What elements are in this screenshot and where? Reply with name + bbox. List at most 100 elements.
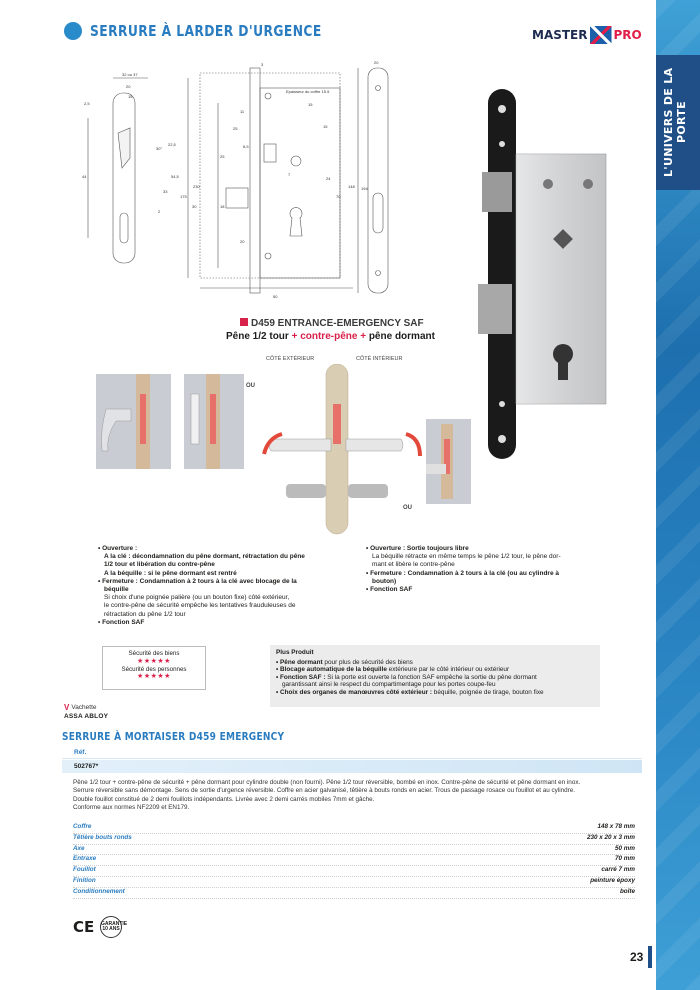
spec-row: Têtière bouts ronds 230 x 20 x 3 mm: [73, 834, 635, 845]
or-label: OU: [246, 383, 255, 389]
text-line: Si choix d'une poignée palière (ou un bo…: [104, 594, 290, 602]
product-description: Pêne 1/2 tour + contre-pêne de sécurité …: [73, 779, 633, 812]
text-line: mant et libère le contre-pêne: [372, 561, 455, 569]
spec-key: Conditionnement: [73, 887, 125, 895]
side-tab-label: L'UNIVERS DE LA PORTE: [662, 67, 688, 178]
vachette-v-icon: V: [64, 703, 70, 712]
spec-key: Coffre: [73, 823, 92, 830]
benefits-heading: Plus Produit: [276, 649, 314, 656]
guarantee-years: 10 ANS: [102, 926, 120, 932]
text-line: • Ouverture : Sortie toujours libre: [366, 545, 469, 552]
dim-label: 33: [163, 189, 168, 194]
benefit-text: béquille, poignée de tirage, bouton fixe: [432, 688, 544, 696]
benefit-text: garantissant ainsi le respect du compart…: [282, 681, 496, 689]
dim-label: 175: [180, 194, 187, 199]
dim-label: 2,5: [84, 101, 90, 106]
product-caption-desc: Pêne 1/2 tour + contre-pêne + pêne dorma…: [226, 331, 435, 342]
desc-line: Conforme aux normes NF2209 et EN179.: [73, 803, 190, 811]
dim-label: 15: [128, 94, 133, 99]
caption-part-a: Pêne 1/2 tour: [226, 331, 292, 342]
dim-label: 15: [323, 124, 328, 129]
dim-label: 22,5: [168, 142, 177, 147]
dim-label: 194: [361, 186, 368, 191]
dim-label: 230: [193, 184, 200, 189]
dim-label: 30°: [156, 146, 162, 151]
technical-drawing: 32 ou 37 3 20 2,5 20 15 30° 22,5 44 33 5…: [82, 60, 389, 299]
spec-value: 230 x 20 x 3 mm: [587, 833, 635, 841]
handle-illustration: [96, 364, 471, 535]
text-line: rétractation du pêne 1/2 tour: [104, 610, 186, 618]
text-line: La béquille rétracte en même temps le pê…: [372, 553, 561, 561]
side-tab[interactable]: [656, 55, 700, 190]
benefit-key: • Choix des organes de manœuvres côté ex…: [276, 688, 433, 696]
text-line: • Ouverture :: [98, 545, 138, 552]
security-ratings: Sécurité des biens ★★★★★ Sécurité des pe…: [102, 646, 206, 690]
ref-row[interactable]: 502767*: [62, 760, 642, 773]
logo-master-text: MASTER: [532, 28, 588, 42]
spec-row: Finition peinture époxy: [73, 877, 635, 888]
product-benefits-box: Plus Produit • Pêne dormant pour plus de…: [270, 645, 600, 707]
product-caption-model: D459 ENTRANCE-EMERGENCY SAF: [240, 318, 424, 329]
dim-label: 18: [220, 204, 225, 209]
benefit-text: extérieure par le côté intérieur ou exté…: [386, 666, 510, 674]
dim-label: 2: [158, 209, 161, 214]
benefit-text: Si la porte est ouverte la fonction SAF …: [325, 673, 537, 681]
dim-label: 7: [288, 172, 291, 177]
rating-label-goods: Sécurité des biens: [128, 650, 180, 657]
exterior-side-label: CÔTÉ EXTÉRIEUR: [266, 356, 315, 362]
title-bullet-icon: [64, 22, 82, 40]
page-number: 23: [630, 950, 644, 964]
dim-label: 25: [220, 154, 225, 159]
desc-line: Pêne 1/2 tour + contre-pêne de sécurité …: [73, 779, 581, 786]
text-line: bouton): [372, 577, 397, 585]
desc-line: Serrure réversible sans démontage. Sens …: [73, 787, 575, 795]
exterior-operation-text: • Ouverture : A la clé : décondamnation …: [98, 545, 338, 627]
spec-key: Têtière bouts ronds: [73, 833, 132, 841]
ce-mark-icon: CE: [73, 918, 95, 936]
dim-label: 3: [261, 62, 264, 67]
dim-label: 24: [326, 176, 331, 181]
spec-value: 148 x 78 mm: [597, 823, 635, 830]
page-number-bar: [648, 946, 652, 968]
vachette-text: Vachette: [71, 704, 97, 711]
spec-key: Finition: [73, 876, 96, 884]
dim-label: 32 ou 37: [122, 72, 138, 77]
dim-label: 50: [273, 294, 278, 299]
interior-side-label: CÔTÉ INTÉRIEUR: [356, 356, 403, 362]
spec-value: peinture époxy: [590, 876, 635, 884]
text-line: • Fonction SAF: [98, 618, 145, 626]
benefit-key: • Pêne dormant: [276, 658, 323, 666]
spec-key: Fouillot: [73, 866, 96, 874]
text-line: A la clé : décondamnation du pêne dorman…: [104, 553, 305, 561]
spec-table: Coffre 148 x 78 mm Têtière bouts ronds 230…: [73, 823, 635, 899]
desc-line: Double fouillot constitué de 2 demi foui…: [73, 795, 375, 803]
assa-abloy-logo: ASSA ABLOY: [64, 713, 109, 720]
dim-label: 15: [308, 102, 313, 107]
dim-label: 20: [374, 60, 379, 65]
caption-part-b: + contre-pêne +: [291, 331, 367, 342]
dim-label: 8,5: [243, 144, 249, 149]
lock-photo: [478, 89, 607, 459]
text-line: 1/2 tour et libération du contre-pêne: [104, 561, 215, 569]
dim-label: 20: [240, 239, 245, 244]
dim-label: 54,5: [171, 174, 180, 179]
rating-label-people: Sécurité des personnes: [121, 665, 187, 673]
rating-stars-goods: ★★★★★: [137, 657, 171, 665]
product-title: SERRURE À MORTAISER D459 EMERGENCY: [62, 730, 285, 743]
spec-row: Coffre 148 x 78 mm: [73, 823, 635, 834]
text-line: le contre-pêne de sécurité empêche les t…: [104, 602, 296, 610]
benefit-key: • Fonction SAF :: [276, 673, 326, 681]
text-line: A la béquille : si le pêne dormant est r…: [104, 569, 237, 577]
dim-label: 25: [233, 126, 238, 131]
page-title: SERRURE À LARDER D'URGENCE: [90, 22, 322, 40]
dim-label: 20: [126, 84, 131, 89]
masterpro-logo: MASTER PRO: [532, 24, 642, 46]
benefit-text: pour plus de sécurité des biens: [322, 658, 413, 666]
dim-label: 70: [336, 194, 341, 199]
